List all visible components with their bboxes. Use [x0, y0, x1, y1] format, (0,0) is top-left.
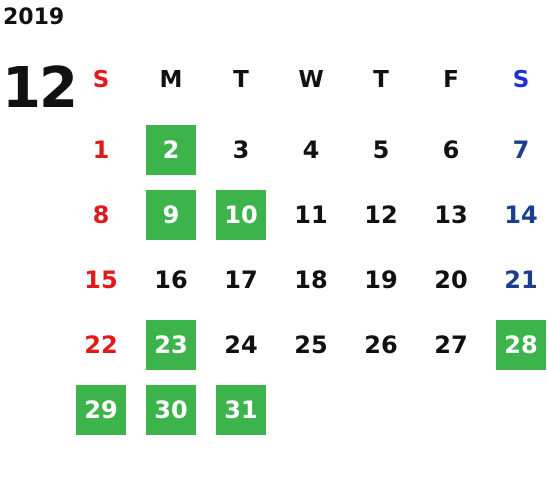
day-cell[interactable]: 11	[294, 201, 328, 229]
day-cell[interactable]: 25	[294, 331, 328, 359]
day-cell[interactable]: 14	[504, 201, 538, 229]
day-cell[interactable]: 16	[154, 266, 188, 294]
day-cell[interactable]: 1	[92, 136, 110, 164]
day-cell[interactable]: 27	[434, 331, 468, 359]
day-cell-highlighted[interactable]: 29	[76, 385, 126, 435]
day-cell[interactable]: 21	[504, 266, 538, 294]
month-label: 12	[2, 56, 78, 121]
day-cell[interactable]: 15	[84, 266, 118, 294]
weekday-header: S	[92, 67, 110, 93]
day-cell[interactable]: 4	[302, 136, 320, 164]
day-cell-highlighted[interactable]: 28	[496, 320, 546, 370]
weekday-header: T	[233, 67, 249, 93]
year-label: 2019	[3, 5, 65, 30]
day-cell[interactable]: 5	[372, 136, 390, 164]
weekday-header: S	[512, 67, 530, 93]
day-cell[interactable]: 12	[364, 201, 398, 229]
day-cell[interactable]: 26	[364, 331, 398, 359]
day-cell[interactable]: 18	[294, 266, 328, 294]
day-cell[interactable]: 20	[434, 266, 468, 294]
day-cell[interactable]: 13	[434, 201, 468, 229]
day-cell-highlighted[interactable]: 10	[216, 190, 266, 240]
day-cell[interactable]: 24	[224, 331, 258, 359]
weekday-header: T	[373, 67, 389, 93]
day-cell-highlighted[interactable]: 2	[146, 125, 196, 175]
day-cell[interactable]: 17	[224, 266, 258, 294]
day-cell-highlighted[interactable]: 23	[146, 320, 196, 370]
weekday-header: M	[159, 67, 183, 93]
weekday-header: F	[443, 67, 459, 93]
weekday-header: W	[298, 67, 324, 93]
day-cell-highlighted[interactable]: 9	[146, 190, 196, 240]
day-cell[interactable]: 22	[84, 331, 118, 359]
day-cell-highlighted[interactable]: 31	[216, 385, 266, 435]
day-cell[interactable]: 6	[442, 136, 460, 164]
day-cell-highlighted[interactable]: 30	[146, 385, 196, 435]
day-cell[interactable]: 19	[364, 266, 398, 294]
day-cell[interactable]: 3	[232, 136, 250, 164]
day-cell[interactable]: 7	[512, 136, 530, 164]
day-cell[interactable]: 8	[92, 201, 110, 229]
